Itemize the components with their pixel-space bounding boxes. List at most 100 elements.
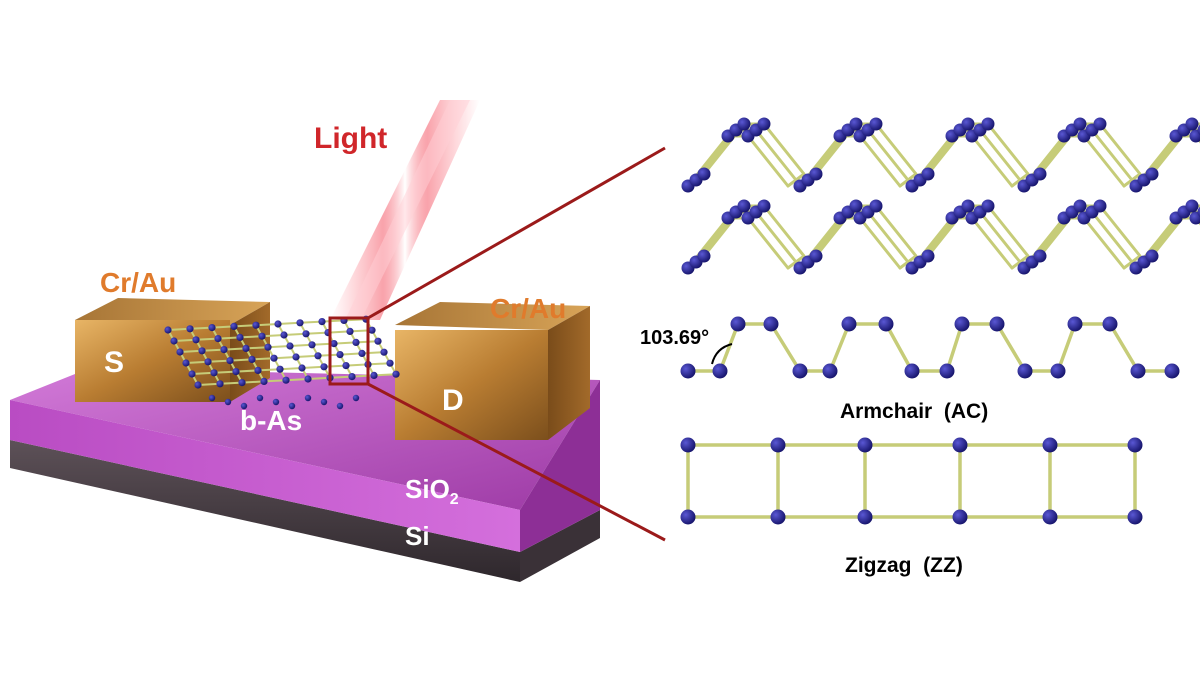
crystal-atom	[274, 320, 282, 328]
crystal-bond	[229, 358, 253, 362]
layer-bond	[1098, 122, 1142, 176]
crystal-atom	[170, 337, 178, 345]
layer-bond	[970, 216, 1014, 270]
crystal-atom	[358, 349, 366, 357]
crystal-bond	[339, 352, 363, 356]
ac-atom	[730, 316, 746, 332]
zz-atom	[1127, 437, 1143, 453]
crystal-atom	[182, 359, 190, 367]
layer-atom	[1197, 124, 1200, 136]
layer-atom	[981, 117, 995, 131]
crystal-atom	[386, 359, 394, 367]
layer-atom	[757, 117, 771, 131]
crystal-atom	[286, 342, 294, 350]
layer-atom	[737, 199, 751, 213]
crystal-atom	[352, 394, 360, 402]
crystal-bond	[305, 331, 329, 335]
drain-electrode	[395, 302, 590, 440]
crystal-bond	[345, 363, 369, 367]
crystal-atom	[280, 331, 288, 339]
crystal-atom	[236, 333, 244, 341]
layer-bond	[858, 216, 902, 270]
layer-atom	[1093, 117, 1107, 131]
crystal-bond	[295, 354, 319, 358]
layer-atom	[1073, 117, 1087, 131]
layer-atom	[961, 117, 975, 131]
ac-atom	[1067, 316, 1083, 332]
ac-atom	[878, 316, 894, 332]
layer-bond	[1122, 172, 1142, 188]
layer-bond	[1010, 254, 1030, 270]
armchair-label: Armchair (AC)	[840, 400, 988, 423]
crystal-atom	[252, 321, 260, 329]
crystal-atom	[226, 357, 234, 365]
layer-bond	[866, 128, 910, 182]
layer-bond	[874, 204, 918, 258]
crystal-atom	[254, 366, 262, 374]
layer-bond	[1098, 204, 1142, 258]
crystal-bond	[235, 369, 259, 373]
crystal-atom	[224, 398, 232, 406]
sio2-label-main: SiO	[405, 474, 450, 504]
crystal-bond	[279, 367, 303, 371]
layer-atom	[1073, 199, 1087, 213]
sio2-label: SiO2	[405, 474, 459, 508]
crystal-bond	[333, 341, 357, 345]
crystal-bond	[323, 364, 347, 368]
crystal-atom	[320, 398, 328, 406]
crystal-atom	[248, 355, 256, 363]
ac-atom	[822, 363, 838, 379]
crystal-bond	[223, 347, 247, 351]
light-label: Light	[314, 122, 387, 155]
crystal-atom	[208, 394, 216, 402]
layer-atom	[697, 249, 711, 263]
layer-atom	[869, 199, 883, 213]
layer-atom	[1145, 249, 1159, 263]
zz-atom	[1042, 437, 1058, 453]
layer-bond	[754, 128, 798, 182]
crystal-bond	[361, 351, 385, 355]
drain-label: D	[442, 384, 464, 417]
crystal-atom	[330, 340, 338, 348]
crystal-atom	[298, 364, 306, 372]
crystal-bond	[173, 338, 197, 342]
crystal-atom	[336, 402, 344, 410]
layer-bond	[762, 122, 806, 176]
crystal-atom	[368, 326, 376, 334]
crystal-bond	[191, 371, 215, 375]
layer-bond	[746, 216, 790, 270]
layer-atom	[921, 167, 935, 181]
crystal-bond	[261, 334, 285, 338]
zoom-highlight-box	[328, 316, 370, 386]
layer-bond	[762, 204, 806, 258]
ac-bond	[769, 322, 802, 373]
crystal-bond	[245, 346, 269, 350]
crystal-atom	[320, 363, 328, 371]
armchair-chain-view	[680, 316, 1180, 379]
crystal-bond	[233, 324, 257, 328]
layer-atom	[921, 249, 935, 263]
crystal-atom	[318, 318, 326, 326]
ac-bond	[718, 322, 740, 373]
crystal-atom	[188, 370, 196, 378]
source-label: S	[104, 346, 124, 379]
ac-atom	[841, 316, 857, 332]
crystal-atom	[198, 347, 206, 355]
layer-bond	[898, 254, 918, 270]
layer-atom	[961, 199, 975, 213]
crystal-bond	[167, 327, 191, 331]
crystal-structure-panel: 103.69° Armchair (AC) Zigzag (ZZ)	[640, 117, 1200, 577]
crystal-atom	[304, 394, 312, 402]
crystal-atom	[194, 381, 202, 389]
zigzag-label: Zigzag (ZZ)	[845, 554, 963, 577]
crystal-bond	[277, 321, 301, 325]
layer-bond	[898, 172, 918, 188]
ac-atom	[1102, 316, 1118, 332]
crystal-atom	[208, 324, 216, 332]
layer-bond	[978, 210, 1022, 264]
bond-angle-label: 103.69°	[640, 327, 709, 349]
crystal-atom	[260, 377, 268, 385]
layer-atom	[869, 117, 883, 131]
crystal-bond	[195, 337, 219, 341]
zz-atom	[770, 437, 786, 453]
